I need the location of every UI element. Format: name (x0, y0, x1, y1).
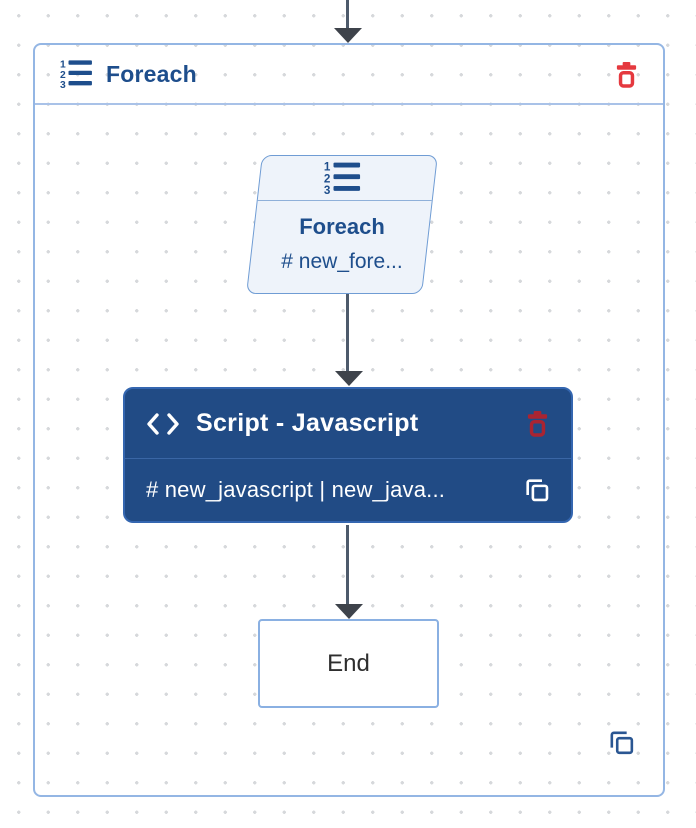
copy-icon (526, 479, 549, 502)
script-node-title: Script - Javascript (196, 409, 419, 437)
script-copy-button[interactable] (524, 477, 550, 503)
script-node-header: Script - Javascript (125, 389, 571, 459)
container-delete-button[interactable] (614, 61, 639, 88)
script-node-subrow: # new_javascript | new_java... (125, 459, 571, 521)
script-delete-button[interactable] (525, 410, 550, 437)
svg-text:1: 1 (60, 59, 66, 70)
foreach-node[interactable]: 1 2 3 Foreach # new_fore... (246, 155, 438, 294)
end-node-label: End (327, 649, 370, 677)
svg-text:2: 2 (60, 70, 66, 81)
code-icon (147, 412, 179, 435)
incoming-edge-line (346, 0, 349, 30)
script-node-subtitle: # new_javascript | new_java... (146, 477, 446, 502)
foreach-node-subtitle: # new_fore... (281, 250, 403, 273)
svg-text:3: 3 (324, 184, 331, 195)
edge-script-to-end-line (346, 525, 349, 604)
foreach-container-title: Foreach (106, 60, 197, 87)
trash-icon (616, 61, 637, 88)
end-node[interactable]: End (258, 619, 439, 708)
foreach-container-header: 1 2 3 Foreach (35, 45, 663, 105)
script-javascript-node[interactable]: Script - Javascript # new_javascript | n… (123, 387, 573, 523)
numbered-list-icon: 1 2 3 (60, 59, 92, 89)
container-copy-button[interactable] (608, 729, 635, 756)
edge-foreach-to-script-line (346, 294, 349, 371)
incoming-edge-arrowhead (334, 28, 362, 43)
numbered-list-icon: 1 2 3 (324, 161, 361, 195)
svg-text:1: 1 (324, 161, 331, 174)
edge-foreach-to-script-arrowhead (335, 371, 363, 386)
svg-text:2: 2 (324, 172, 331, 185)
copy-icon (610, 731, 634, 755)
svg-text:3: 3 (60, 80, 66, 89)
foreach-container-node[interactable]: 1 2 3 Foreach (33, 43, 665, 797)
edge-script-to-end-arrowhead (335, 604, 363, 619)
trash-icon (527, 411, 548, 437)
foreach-node-title: Foreach (299, 214, 385, 239)
